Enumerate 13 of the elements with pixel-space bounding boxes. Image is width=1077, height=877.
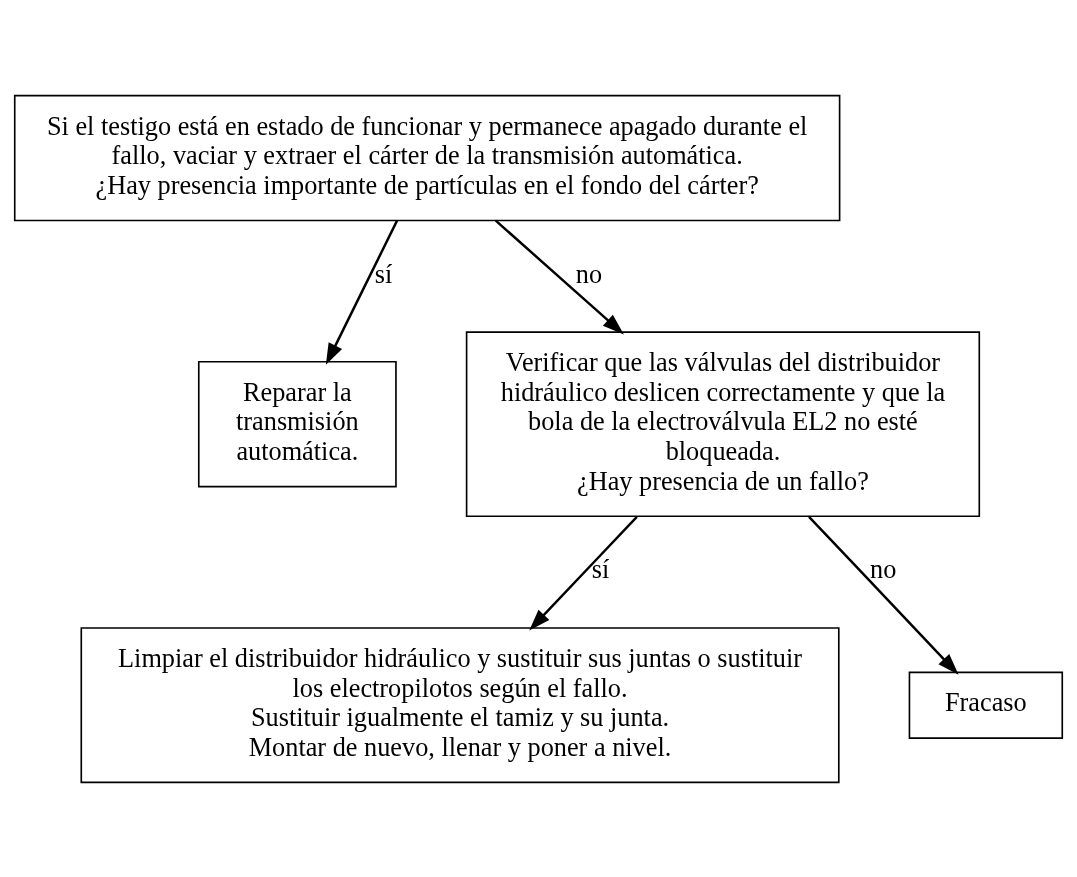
arrow [808, 515, 959, 675]
edge-label: no [575, 259, 603, 289]
edge-label: sí [591, 554, 610, 584]
node-box: Si el testigo está en estado de funcionar y permanece apagado durante el fallo, vaciar y extraer el cárter de la transmisión automática. ¿Hay presencia importante de partículas en el fondo del cárter? [13, 94, 841, 221]
node-box: Limpiar el distribuidor hidráulico y sustituir sus juntas o sustituir los electropilotos según el fallo. Sustituir igualmente el tamiz y su junta. Montar de nuevo, llenar y poner a nivel. [80, 626, 840, 783]
edge-label: no [870, 554, 897, 584]
arrow [529, 515, 638, 630]
node-box: Reparar la transmisión automática. [197, 360, 397, 487]
arrow [494, 219, 624, 334]
edge-label: sí [374, 259, 393, 289]
node-box: Fracaso [908, 671, 1064, 739]
node-box: Verificar que las válvulas del distribuidor hidráulico deslicen correctamente y que la bola de la electroválvula EL2 no esté bloqueada. ¿Hay presencia de un fallo? [465, 330, 981, 517]
arrow [325, 219, 399, 365]
